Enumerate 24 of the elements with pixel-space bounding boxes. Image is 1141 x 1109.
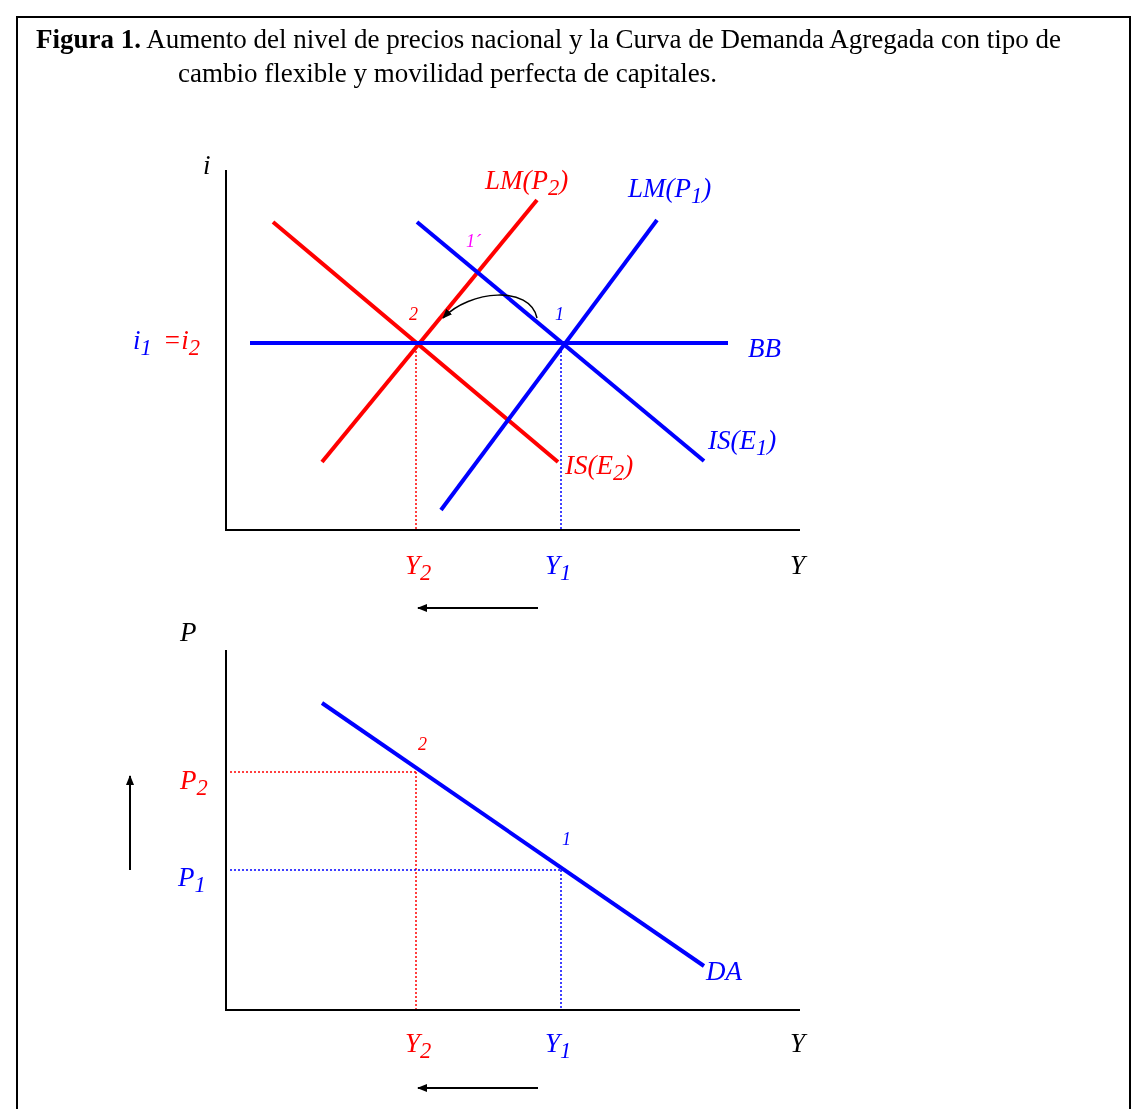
axis-label: i: [203, 152, 211, 179]
curve-label: IS(E$_{1}$): [708, 427, 777, 460]
axis-label: P$_{1}$: [178, 864, 206, 897]
axis-label: P$_{2}$: [180, 767, 208, 800]
point-label: 2: [418, 735, 427, 753]
axis-label: Y$_{1}$: [545, 1030, 572, 1063]
point-label: 1: [555, 305, 564, 323]
axis-label: Y: [790, 1030, 806, 1057]
curve-label: LM(P$_{2}$): [485, 167, 569, 200]
axis-label: i$_{1}$: [133, 327, 152, 360]
axis-label: =i$_{2}$: [163, 327, 200, 360]
axis-label: Y$_{1}$: [545, 552, 572, 585]
curve-label: BB: [748, 335, 781, 362]
point-label: 1´: [466, 232, 481, 250]
axis-label: Y$_{2}$: [405, 552, 432, 585]
axis-label: Y: [790, 552, 806, 579]
curve-label: LM(P$_{1}$): [628, 175, 712, 208]
axis-label: P: [180, 619, 197, 646]
point-label: 2: [409, 305, 418, 323]
curve-label: DA: [706, 958, 742, 985]
point-label: 1: [562, 830, 571, 848]
figure-title: Figura 1. Aumento del nivel de precios nacional y la Curva de Demanda Agregada con tipo de cambio flexible y movilidad perfecta de capitales.: [36, 23, 1062, 90]
curve-label: IS(E$_{2}$): [565, 452, 634, 485]
axis-label: Y$_{2}$: [405, 1030, 432, 1063]
